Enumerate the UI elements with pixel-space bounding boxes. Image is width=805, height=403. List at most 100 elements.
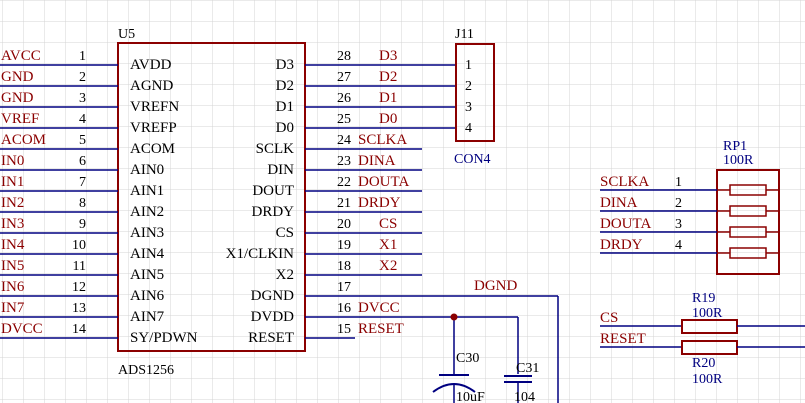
u5-left-net-label: GND	[1, 90, 34, 106]
u5-left-pin-number: 14	[72, 322, 86, 337]
u5-right-net-label: D2	[379, 69, 397, 85]
u5-left-net-label: ACOM	[1, 132, 46, 148]
r19-resistor[interactable]: R19 100R CS	[600, 291, 805, 334]
u5-right-net-label: D0	[379, 111, 397, 127]
u5-right-pin-name: RESET	[248, 330, 294, 346]
u5-left-pin-number: 3	[79, 91, 86, 106]
u5-right-pin-name: D0	[276, 120, 294, 136]
c31-capacitor[interactable]: C31 104	[504, 361, 539, 403]
u5-left-net-label: IN2	[1, 195, 24, 211]
u5-left-pin-name: AIN0	[130, 162, 164, 178]
u5-right-pin-name: X2	[276, 267, 294, 283]
u5-right-pin-number: 26	[337, 91, 351, 106]
j11-part: CON4	[454, 152, 491, 167]
u5-left-net-label: IN6	[1, 279, 25, 295]
u5-right-net-label: X1	[379, 237, 397, 253]
u5-right-pin-number: 21	[337, 196, 351, 211]
rp1-ref: RP1	[723, 139, 747, 154]
u5-right-pin-name: DGND	[251, 288, 294, 304]
j11-pin-number: 4	[465, 121, 472, 136]
u5-right-pin-number: 18	[337, 259, 351, 274]
dvcc-junction	[450, 313, 458, 321]
u5-right-pin-number: 27	[337, 70, 351, 85]
u5-right-pin-name: SCLK	[256, 141, 295, 157]
u5-left-pin-number: 4	[79, 112, 86, 127]
u5-left-net-label: DVCC	[1, 321, 43, 337]
u5-left-pin-number: 12	[72, 280, 86, 295]
r19-net-label: CS	[600, 310, 618, 326]
rp1-net-label: DINA	[600, 195, 638, 211]
u5-body[interactable]	[117, 42, 306, 352]
u5-right-pin-name: D1	[276, 99, 294, 115]
u5-part: ADS1256	[118, 363, 174, 378]
u5-left-pin-name: AGND	[130, 78, 173, 94]
u5-left-net-label: VREF	[1, 111, 39, 127]
u5-right-pin-name: X1/CLKIN	[226, 246, 294, 262]
u5-right-pin-name: DRDY	[251, 204, 294, 220]
u5-right-net-label: DVCC	[358, 300, 400, 316]
rp1-pin-number: 3	[675, 217, 682, 232]
u5-left-pin-number: 9	[79, 217, 86, 232]
j11-pin-number: 1	[465, 58, 472, 73]
u5-right-pin-number: 17	[337, 280, 351, 295]
u5-right-net-label: D3	[379, 48, 397, 64]
u5-left-pin-name: AIN3	[130, 225, 164, 241]
c30-capacitor[interactable]: C30 10uF	[432, 351, 485, 403]
u5-right-pin-name: CS	[276, 225, 294, 241]
u5-left-pin-number: 1	[79, 49, 86, 64]
u5-right-net-label: D1	[379, 90, 397, 106]
u5-right-net-label: SCLKA	[358, 132, 407, 148]
u5-left-pin-name: AIN7	[130, 309, 165, 325]
u5-right-net-label: DOUTA	[358, 174, 409, 190]
u5-left-pin-name: SY/PDWN	[130, 330, 198, 346]
u5-right-pin-name: D3	[276, 57, 294, 73]
r19-ref: R19	[692, 291, 715, 306]
rp1-pin-number: 2	[675, 196, 682, 211]
c30-value: 10uF	[456, 390, 485, 403]
u5-right-net-label: DRDY	[358, 195, 401, 211]
u5-right-pin-number: 25	[337, 112, 351, 127]
u5-right-pin-number: 28	[337, 49, 351, 64]
j11-ref: J11	[455, 27, 474, 42]
rp1-pin-number: 4	[675, 238, 682, 253]
u5-left-pin-number: 11	[73, 259, 86, 274]
u5-right-pin-number: 19	[337, 238, 351, 253]
u5-left-pin-number: 13	[72, 301, 86, 316]
u5-right-pin-number: 16	[337, 301, 351, 316]
u5-right-pin-number: 22	[337, 175, 351, 190]
rp1-body[interactable]	[716, 169, 780, 275]
r20-resistor[interactable]: RESET R20 100R	[600, 331, 805, 387]
c31-value: 104	[514, 390, 535, 403]
u5-left-net-label: IN1	[1, 174, 24, 190]
u5-left-pin-number: 7	[79, 175, 86, 190]
u5-left-pin-number: 2	[79, 70, 86, 85]
r20-net-label: RESET	[600, 331, 646, 347]
u5-ref: U5	[118, 27, 135, 42]
u5-right-net-label: RESET	[358, 321, 404, 337]
u5-right-pin-name: DVDD	[251, 309, 294, 325]
j11-pin-number: 3	[465, 100, 472, 115]
r19-value: 100R	[692, 306, 723, 321]
rp1-pin-number: 1	[675, 175, 682, 190]
u5-left-net-label: AVCC	[1, 48, 41, 64]
dgnd-dvcc-wiring: DGND	[355, 278, 559, 403]
u5-left-pin-name: AIN4	[130, 246, 165, 262]
u5-left-pin-name: AVDD	[130, 57, 172, 73]
u5-left-pin-name: ACOM	[130, 141, 175, 157]
u5-right-net-label: DINA	[358, 153, 396, 169]
u5-left-pin-number: 8	[79, 196, 86, 211]
j11-body[interactable]	[455, 43, 495, 142]
u5-right-pin-name: DOUT	[252, 183, 294, 199]
rp1-value: 100R	[723, 153, 754, 168]
u5-right-pin-number: 23	[337, 154, 351, 169]
u5-left-pin-name: VREFN	[130, 99, 179, 115]
u5-left-net-label: IN3	[1, 216, 24, 232]
rp1-net-label: DRDY	[600, 237, 643, 253]
r20-ref: R20	[692, 356, 715, 371]
